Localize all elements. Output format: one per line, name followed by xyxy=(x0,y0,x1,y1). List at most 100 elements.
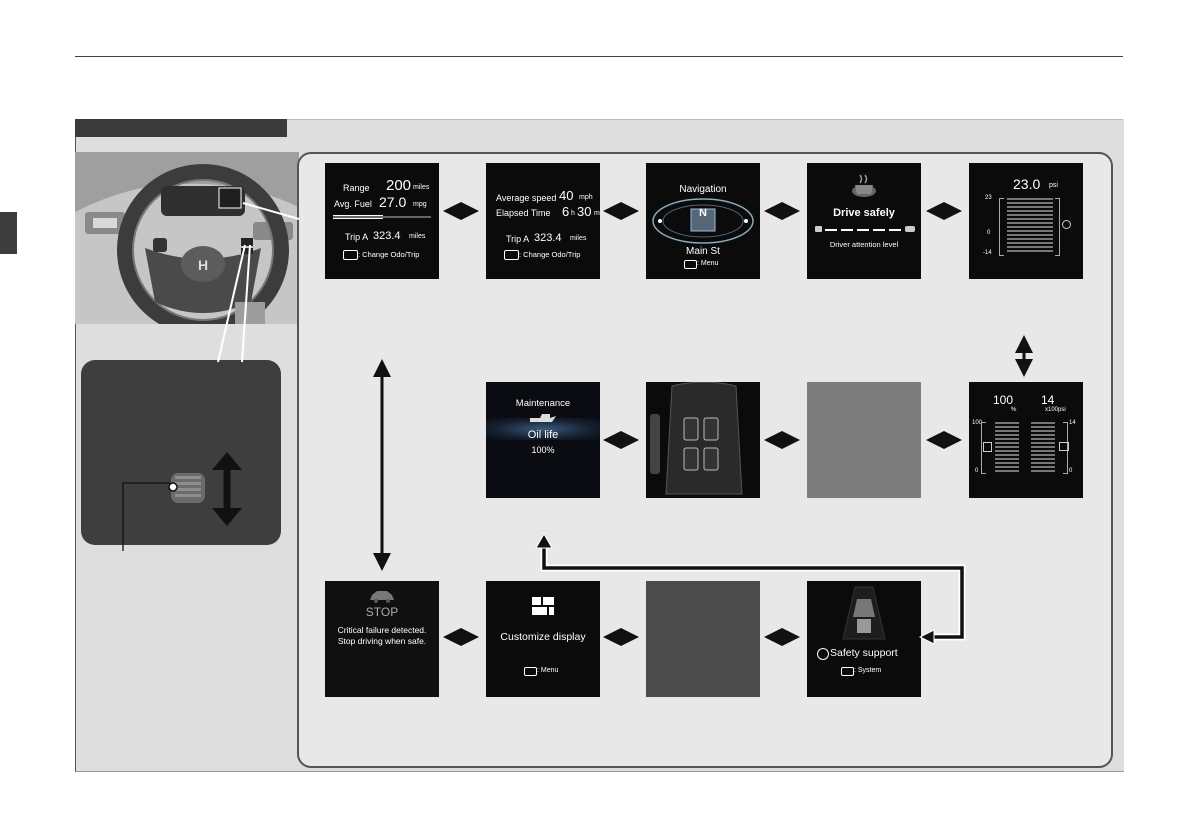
avg-speed-label: Average speed xyxy=(496,193,557,203)
left-tick-top: 100 xyxy=(972,420,983,426)
scale-bracket-right xyxy=(1055,198,1060,256)
trip-unit: miles xyxy=(570,235,587,242)
figure-panel-tab xyxy=(75,119,287,137)
safety-support-screen: Safety support : System xyxy=(807,581,921,697)
selector-wheel-illustration xyxy=(168,473,205,503)
figure-panel-rule xyxy=(287,119,1123,120)
trip-value: 323.4 xyxy=(373,230,401,242)
turbo-icon xyxy=(1062,220,1071,229)
stop-title: STOP xyxy=(365,605,399,619)
safety-title: Safety support xyxy=(830,647,898,659)
cup-icon-small xyxy=(815,226,822,232)
drive-safely-screen: Drive safely Driver attention level xyxy=(807,163,921,279)
trip-label: Trip A xyxy=(345,232,369,242)
right-bracket xyxy=(1063,422,1068,474)
compass-icon xyxy=(652,198,754,244)
maintenance-screen: Maintenance Oil life 100% xyxy=(486,382,600,498)
elapsed-minutes: 30 xyxy=(577,204,592,219)
coffee-cup-icon xyxy=(852,174,876,197)
hint-text: : Menu xyxy=(537,667,559,674)
hint-text: : Change Odo/Trip xyxy=(358,250,420,259)
selector-wheel-callout xyxy=(81,360,281,545)
left-bar-gauge xyxy=(995,422,1019,472)
compass-heading: N xyxy=(699,207,707,219)
avg-speed-value: 40 xyxy=(559,188,574,203)
right-bar-gauge xyxy=(1031,422,1055,472)
left-gauge-unit: % xyxy=(1011,407,1017,413)
critical-failure-message: Critical failure detected. Stop driving … xyxy=(337,625,427,646)
dashboard-photo: H xyxy=(75,152,299,324)
callout-leader-wheel-1 xyxy=(217,244,246,363)
left-tick-bottom: 0 xyxy=(975,468,979,474)
elapsed-h-unit: h xyxy=(571,210,575,217)
oil-life-value: 100% xyxy=(531,445,555,455)
chapter-tab xyxy=(0,212,17,254)
avg-fuel-value: 27.0 xyxy=(379,194,407,210)
dual-gauge-screen: 100 % 14 x100psi 100 0 14 0 xyxy=(969,382,1083,498)
trip-value: 323.4 xyxy=(534,232,562,244)
tire-pressure-icon xyxy=(650,382,743,495)
selector-leader-line xyxy=(122,482,170,551)
street-name: Main St xyxy=(686,246,720,257)
callout-leader-display xyxy=(242,202,300,220)
right-tick-top: 14 xyxy=(1069,420,1076,426)
scale-bracket-left xyxy=(999,198,1004,256)
grid-icon xyxy=(532,597,554,615)
button-icon xyxy=(684,260,697,269)
range-label: Range xyxy=(343,183,370,193)
drive-safely-title: Drive safely xyxy=(833,207,895,219)
header-rule xyxy=(75,56,1123,57)
elapsed-hours: 6 xyxy=(562,204,570,219)
attention-level-bar xyxy=(825,229,903,231)
hint-text: : Change Odo/Trip xyxy=(519,250,581,259)
tick-bottom: -14 xyxy=(983,250,992,256)
oil-life-label: Oil life xyxy=(527,429,559,441)
boost-value: 23.0 xyxy=(1013,176,1041,192)
right-gauge-value: 14 xyxy=(1041,393,1055,407)
car-icon xyxy=(370,591,394,603)
return-loop-arrow xyxy=(535,532,966,645)
button-icon xyxy=(504,250,519,260)
left-gauge-value: 100 xyxy=(993,393,1014,407)
attention-subtitle: Driver attention level xyxy=(829,240,899,249)
button-icon xyxy=(841,667,854,676)
avg-speed-unit: mph xyxy=(579,194,593,201)
elapsed-label: Elapsed Time xyxy=(496,208,551,218)
left-bracket xyxy=(981,422,986,474)
elapsed-m-unit: m xyxy=(594,210,600,217)
maintenance-title: Maintenance xyxy=(515,398,571,409)
hint-text: : Menu xyxy=(697,260,719,267)
average-speed-screen: Average speed 40 mph Elapsed Time 6 h 30… xyxy=(486,163,600,279)
boost-bar-gauge xyxy=(1007,198,1053,254)
button-icon xyxy=(524,667,537,676)
right-gauge-icon xyxy=(1059,442,1069,451)
blank-screen-gray xyxy=(807,382,921,498)
fuel-bar-track xyxy=(333,216,431,218)
hint-text: : System xyxy=(854,667,882,674)
left-gauge-icon xyxy=(983,442,992,452)
callout-leader-wheel-2 xyxy=(241,244,251,363)
navigation-title: Navigation xyxy=(679,184,727,195)
blank-screen-dark xyxy=(646,581,760,697)
range-value: 200 xyxy=(386,177,412,194)
customize-display-screen: Customize display : Menu xyxy=(486,581,600,697)
selector-scroll-arrow xyxy=(212,452,242,526)
tick-top: 23 xyxy=(985,195,992,201)
boost-pressure-screen: 23.0 psi 23 0 -14 xyxy=(969,163,1083,279)
critical-failure-screen: STOP Critical failure detected. Stop dri… xyxy=(325,581,439,697)
trip-unit: miles xyxy=(409,233,426,240)
tick-mid: 0 xyxy=(987,230,991,236)
tire-pressure-screen xyxy=(646,382,760,498)
steering-wheel-illustration: H xyxy=(75,152,299,324)
right-gauge-unit: x100psi xyxy=(1045,407,1066,413)
svg-text:H: H xyxy=(198,257,208,273)
safety-car-icon xyxy=(842,586,886,640)
avg-fuel-label: Avg. Fuel xyxy=(334,199,372,209)
info-icon xyxy=(817,648,829,660)
right-tick-bottom: 0 xyxy=(1069,468,1073,474)
avg-fuel-unit: mpg xyxy=(413,201,427,208)
oil-can-icon xyxy=(530,414,556,422)
glow-band xyxy=(486,418,600,440)
customize-title: Customize display xyxy=(500,631,586,643)
car-icon xyxy=(905,226,915,232)
